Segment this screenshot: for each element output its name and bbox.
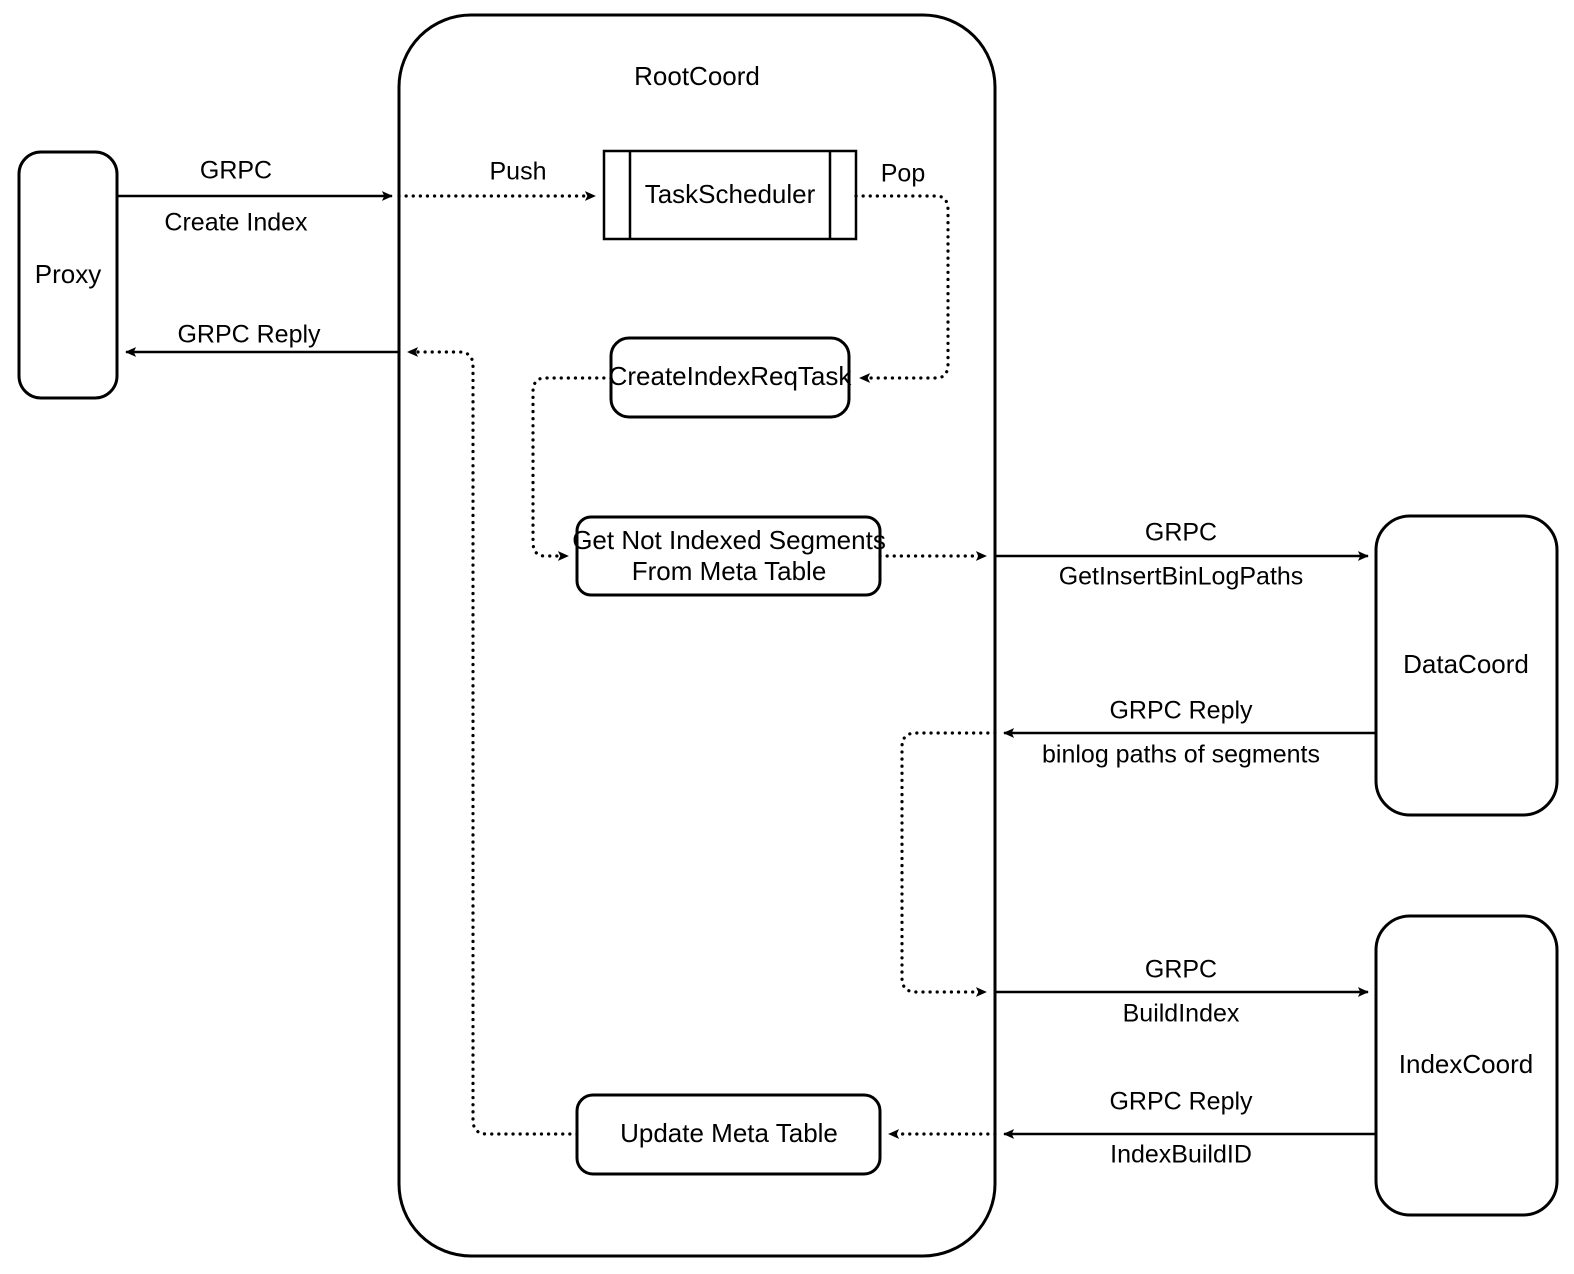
- edge-label-grpc-reply-proxy: GRPC Reply: [177, 321, 321, 349]
- edge-label-grpc-create: GRPC: [200, 157, 272, 185]
- node-get-not-indexed-segments-label-line2: From Meta Table: [632, 556, 827, 586]
- node-indexcoord[interactable]: [1374, 914, 1559, 1217]
- node-get-not-indexed-segments-label-line1: Get Not Indexed Segments: [572, 525, 886, 555]
- node-proxy[interactable]: [17, 150, 119, 400]
- edge-label-pop: Pop: [881, 160, 925, 188]
- node-task-scheduler-label: TaskScheduler: [645, 179, 816, 209]
- edge-label-getinsertbinlogpaths: GetInsertBinLogPaths: [1059, 563, 1304, 591]
- edge-task-to-get-segments: [531, 376, 613, 561]
- edge-binlog-to-buildindex-route: [900, 731, 997, 997]
- edge-pop-to-task: [854, 194, 950, 383]
- edge-label-grpc-reply-indexcoord: GRPC Reply: [1109, 1088, 1253, 1116]
- container-rootcoord[interactable]: [397, 13, 997, 1258]
- node-indexcoord-label: IndexCoord: [1399, 1049, 1533, 1079]
- edge-label-grpc-getinsert: GRPC: [1145, 519, 1217, 547]
- edge-label-indexbuildid: IndexBuildID: [1110, 1141, 1252, 1169]
- node-update-meta-table-label: Update Meta Table: [620, 1118, 838, 1148]
- node-create-index-req-task-label: CreateIndexReqTask: [609, 361, 853, 391]
- edge-label-grpc-reply-datacoord: GRPC Reply: [1109, 697, 1253, 725]
- edge-label-binlog-paths: binlog paths of segments: [1042, 741, 1320, 769]
- edge-label-push: Push: [490, 158, 547, 186]
- container-rootcoord-label: RootCoord: [634, 61, 760, 91]
- node-datacoord[interactable]: [1374, 514, 1559, 817]
- edge-label-create-index: Create Index: [164, 209, 308, 237]
- node-datacoord-label: DataCoord: [1403, 649, 1529, 679]
- node-proxy-label: Proxy: [35, 259, 101, 289]
- edge-label-buildindex: BuildIndex: [1123, 1000, 1240, 1028]
- edge-label-grpc-buildindex: GRPC: [1145, 956, 1217, 984]
- edge-update-meta-to-reply-route: [406, 347, 579, 1136]
- node-task-scheduler[interactable]: [602, 149, 858, 241]
